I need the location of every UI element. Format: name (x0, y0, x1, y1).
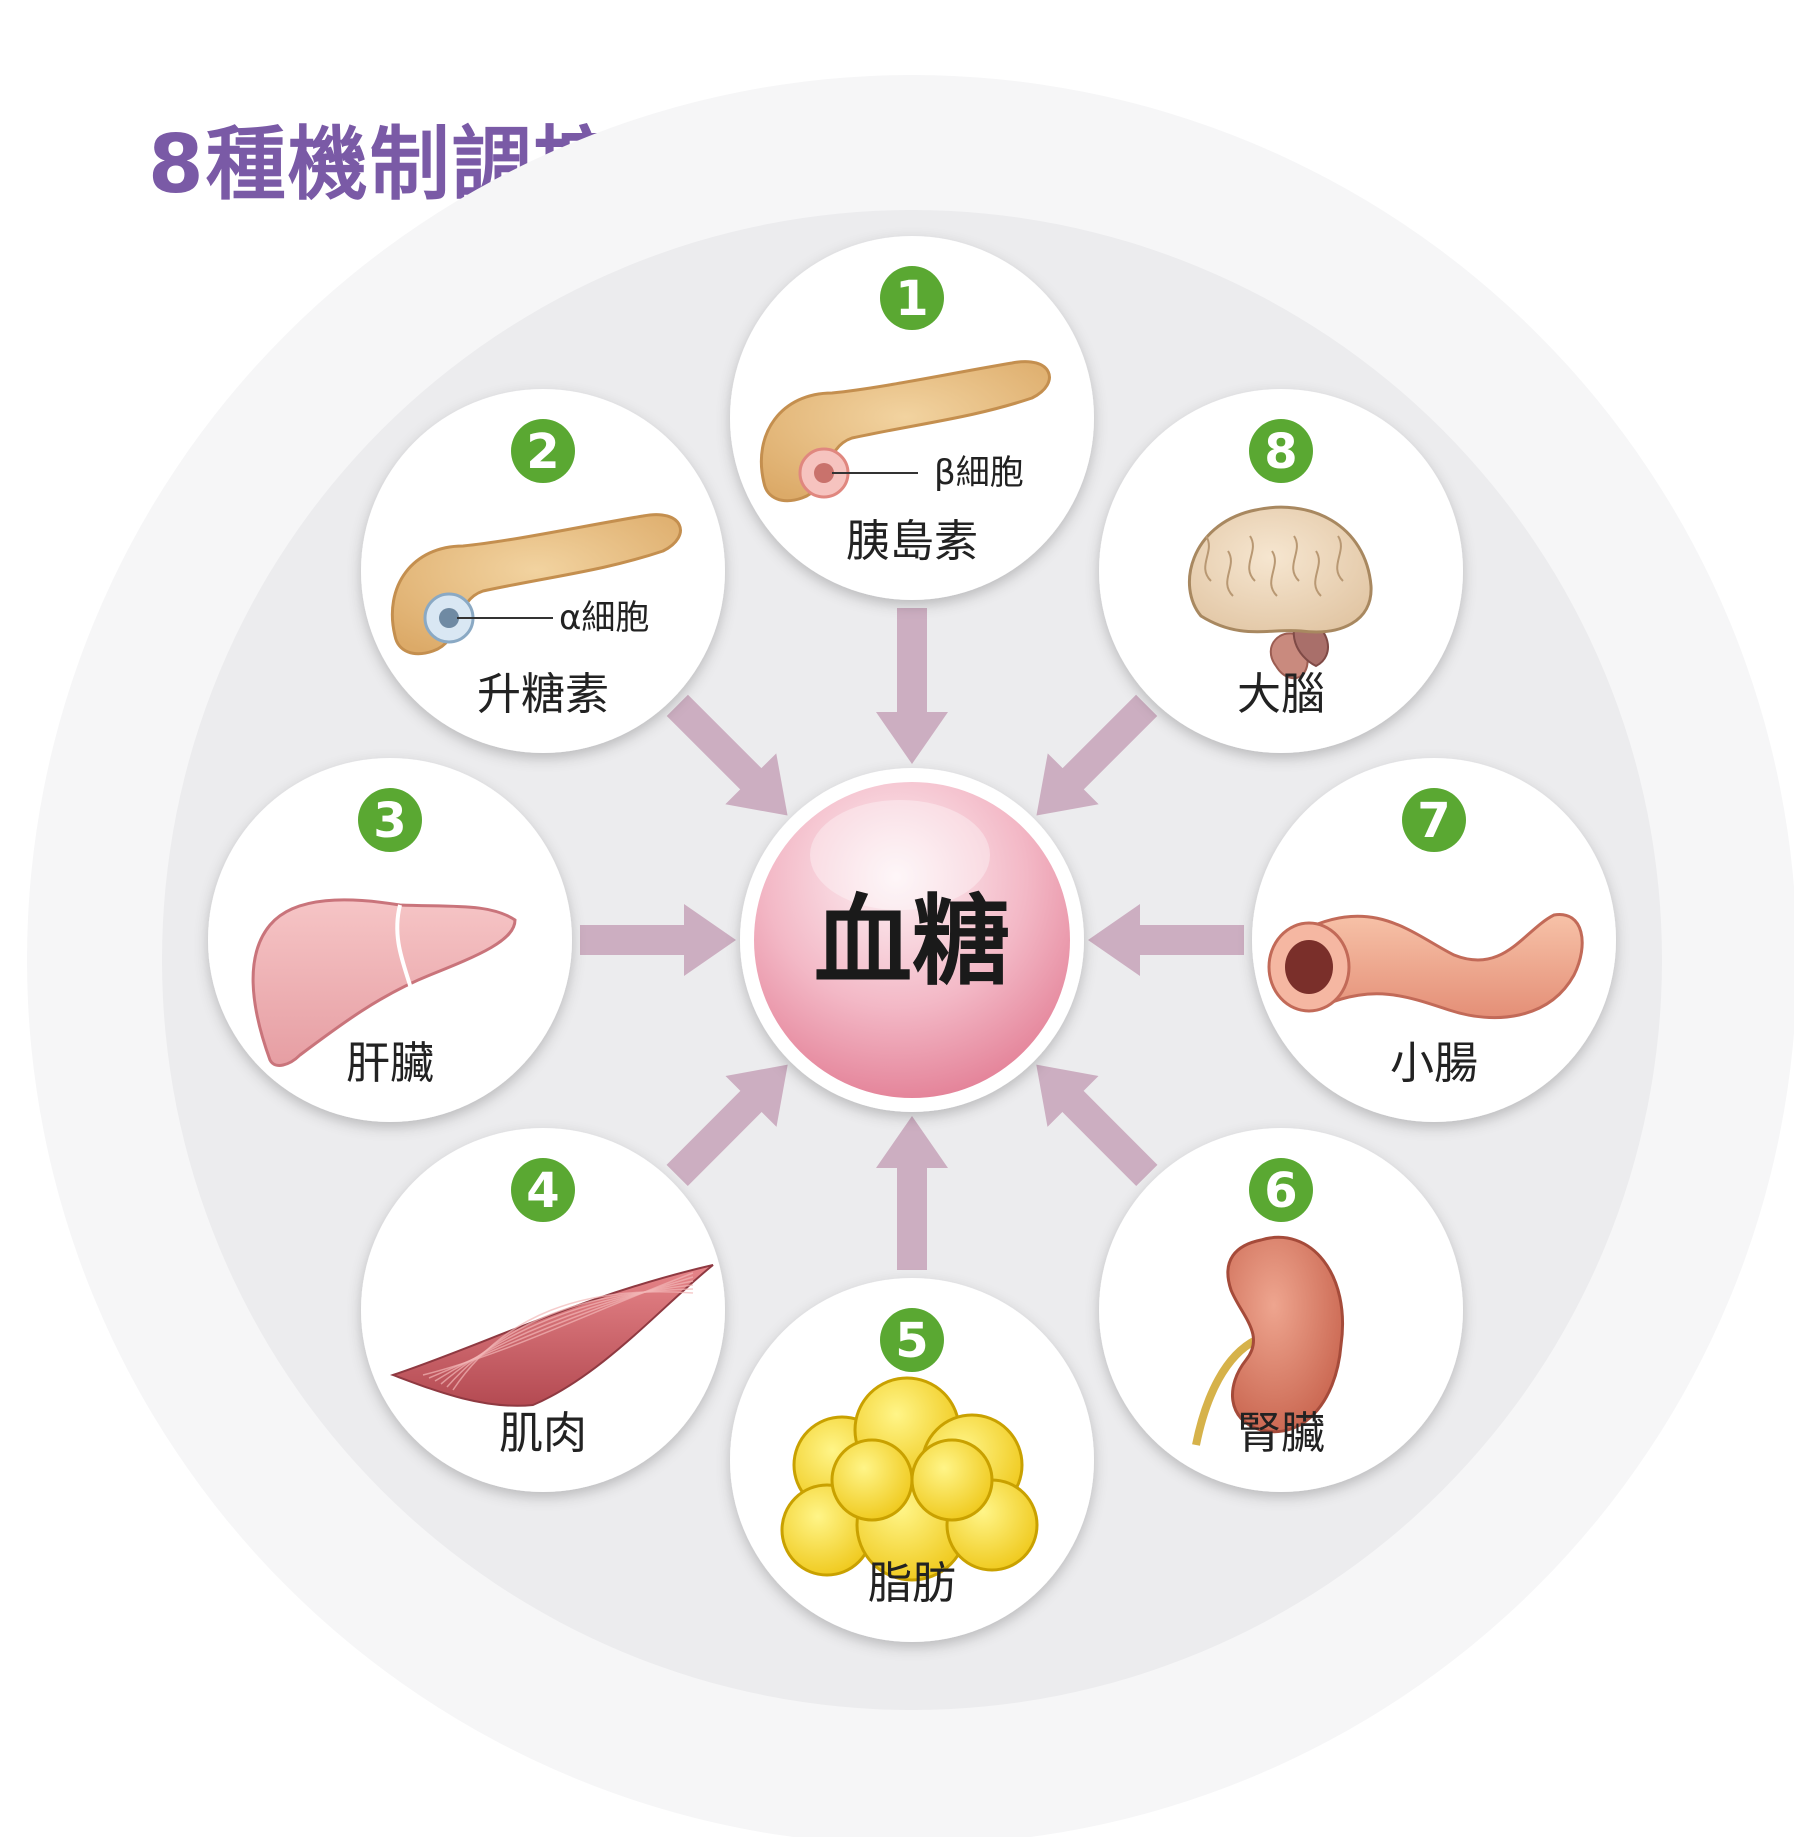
number-badge (1249, 1158, 1313, 1222)
number-badge-text: 2 (526, 424, 559, 480)
small-intestine-icon (1267, 913, 1584, 1020)
node-sublabel: β細胞 (934, 453, 1024, 493)
node-7: 7 小腸 (1252, 758, 1616, 1122)
arrow-1 (876, 608, 948, 764)
node-sublabel: α細胞 (559, 598, 649, 638)
node-5: 5 脂肪 (730, 1278, 1094, 1642)
arrow-5 (876, 1116, 948, 1270)
number-badge (1249, 419, 1313, 483)
number-badge-text: 6 (1264, 1163, 1297, 1219)
number-badge-text: 4 (526, 1163, 559, 1219)
number-badge (511, 419, 575, 483)
node-label: 腎臟 (1237, 1408, 1325, 1459)
kidney-icon (1192, 1235, 1344, 1446)
fat-cells-icon (780, 1376, 1039, 1582)
liver-icon (251, 898, 517, 1067)
number-badge (880, 1308, 944, 1372)
node-circle (1252, 758, 1616, 1122)
node-label: 胰島素 (846, 516, 978, 567)
node-3: 3 肝臟 (208, 758, 572, 1122)
node-8: 8 大腦 (1099, 389, 1463, 753)
arrow-2 (666, 694, 788, 816)
number-badge-text: 8 (1264, 424, 1297, 480)
node-label: 小腸 (1390, 1038, 1478, 1089)
number-badge-text: 1 (895, 271, 928, 327)
node-circle (361, 1128, 725, 1492)
number-badge (511, 1158, 575, 1222)
pancreas-beta-icon (759, 360, 1051, 503)
number-badge-text: 5 (895, 1313, 928, 1369)
arrow-8 (1036, 694, 1158, 816)
arrow-3 (580, 904, 736, 976)
node-label: 肌肉 (499, 1408, 587, 1459)
arrow-6 (1036, 1064, 1158, 1187)
arrows-group (580, 608, 1244, 1270)
node-label: 肝臟 (346, 1038, 434, 1089)
arrow-7 (1088, 904, 1244, 976)
number-badge (1402, 788, 1466, 852)
node-label: 脂肪 (868, 1558, 956, 1609)
number-badge-text: 7 (1417, 793, 1450, 849)
number-badge-text: 3 (373, 793, 406, 849)
number-badge (880, 266, 944, 330)
node-6: 6 腎臟 (1099, 1128, 1463, 1492)
center-node: 血糖 (740, 768, 1084, 1112)
node-label: 升糖素 (477, 669, 609, 720)
brain-icon (1187, 505, 1373, 680)
number-badge (358, 788, 422, 852)
arrow-4 (666, 1064, 788, 1187)
pancreas-alpha-icon (390, 513, 682, 656)
node-4: 4 肌肉 (361, 1128, 725, 1492)
muscle-icon (390, 1264, 714, 1407)
node-label: 大腦 (1237, 669, 1325, 720)
center-label: 血糖 (814, 885, 1010, 999)
